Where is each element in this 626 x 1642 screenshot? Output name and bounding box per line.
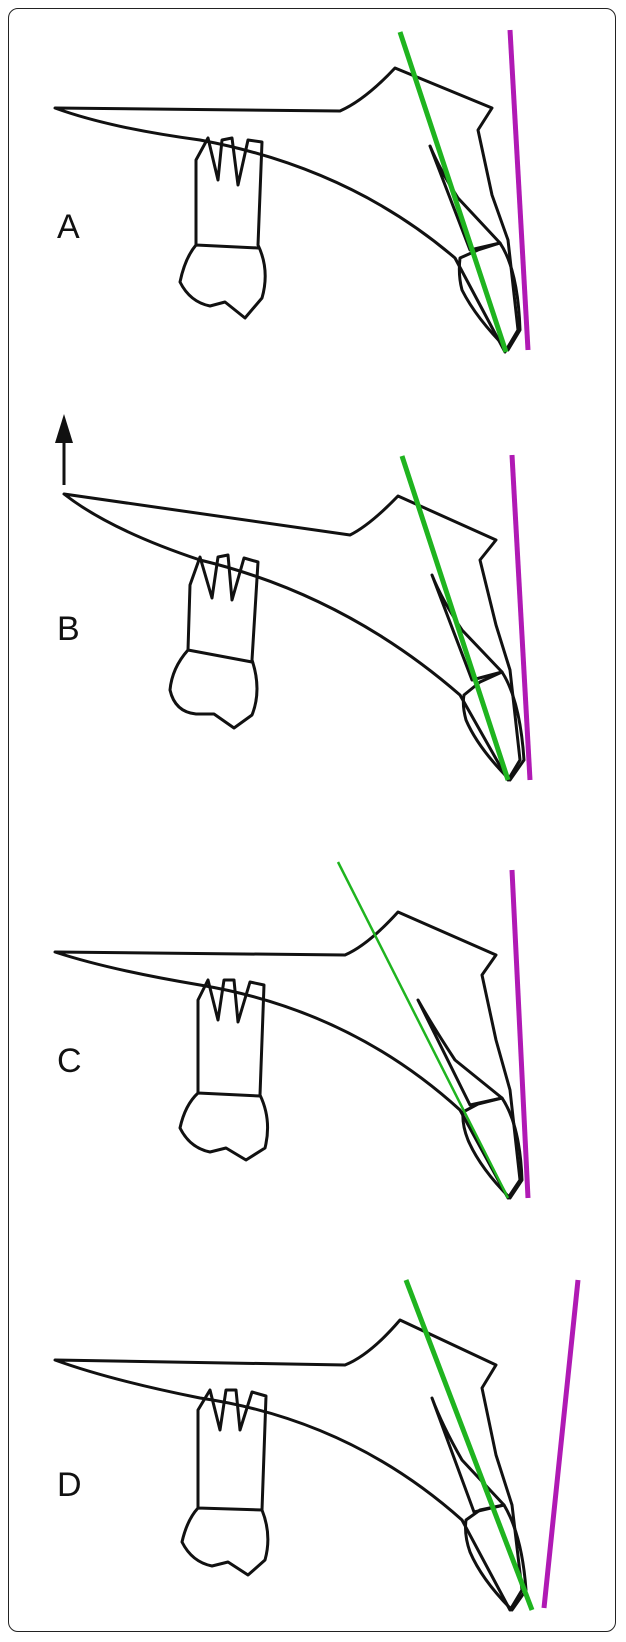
molar-tooth — [180, 980, 268, 1160]
panel-label-d: D — [57, 1466, 82, 1504]
green-axis-line — [406, 1280, 532, 1610]
skull-outline — [55, 1320, 522, 1610]
panel-label-c: C — [57, 1042, 82, 1080]
green-axis-line — [402, 456, 508, 780]
panel-label-b: B — [57, 610, 80, 648]
panel-label-a: A — [57, 208, 80, 246]
molar-tooth — [182, 1390, 268, 1575]
molar-tooth — [180, 138, 265, 318]
molar-tooth — [170, 555, 258, 728]
green-axis-line — [338, 862, 508, 1198]
panel-c: C — [55, 862, 528, 1198]
panel-b: B — [55, 414, 530, 780]
incisor-root — [432, 575, 502, 680]
up-arrow-icon — [55, 414, 73, 485]
magenta-reference-line — [544, 1280, 578, 1608]
skull-outline — [64, 494, 520, 780]
incisor-root — [432, 1398, 504, 1512]
panel-d: D — [55, 1280, 578, 1610]
skull-outline — [55, 68, 518, 352]
panel-a: A — [55, 30, 528, 352]
